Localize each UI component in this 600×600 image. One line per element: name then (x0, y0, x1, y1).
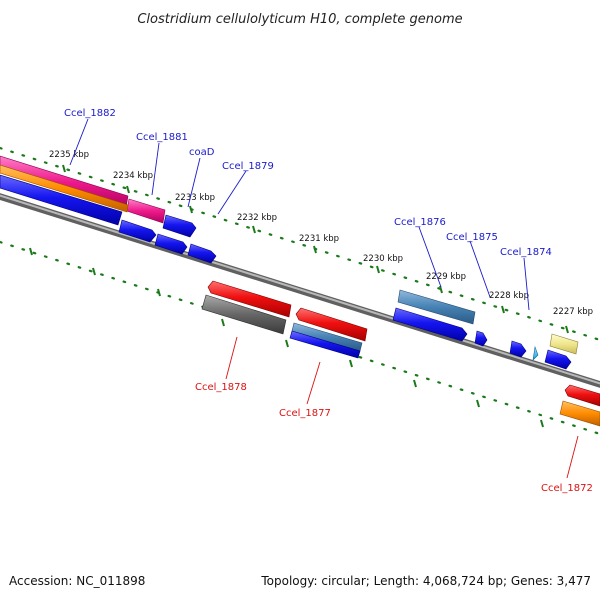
forward-major-ticks (62, 164, 569, 334)
gene-cyan-forward[interactable] (532, 345, 539, 361)
gene-khaki-forward[interactable] (549, 333, 579, 355)
gene-blue-forward-3[interactable] (154, 233, 188, 255)
kbp-label: 2228 kbp (489, 291, 529, 301)
gene-blue-forward-1[interactable] (0, 174, 123, 226)
gene-label[interactable]: Ccel_1876 (394, 217, 446, 228)
topology-text: Topology: circular; Length: 4,068,724 bp… (261, 574, 591, 588)
kbp-label: 2227 kbp (553, 307, 593, 317)
gene-label[interactable]: Ccel_1875 (446, 232, 498, 243)
accession-text: Accession: NC_011898 (9, 574, 146, 588)
gene-ccel-1875[interactable] (474, 330, 488, 347)
gene-ccel-1879[interactable] (187, 243, 217, 264)
gene-ccel-1877[interactable] (295, 307, 368, 342)
gene-label[interactable]: Ccel_1874 (500, 247, 552, 258)
gene-blue-forward-4[interactable] (392, 307, 468, 342)
gene-label[interactable]: coaD (189, 147, 215, 158)
reverse-strand-genes (201, 280, 600, 427)
gene-label[interactable]: Ccel_1872 (541, 483, 593, 494)
kbp-label: 2229 kbp (426, 272, 466, 282)
gene-label[interactable]: Ccel_1878 (195, 382, 247, 393)
gene-ccel-1878[interactable] (201, 294, 287, 335)
kbp-label: 2232 kbp (237, 213, 277, 223)
gene-blue-reverse[interactable] (289, 330, 361, 359)
gene-orange-forward[interactable] (0, 164, 129, 213)
gene-label[interactable]: Ccel_1882 (64, 108, 116, 119)
scale-labels: 2235 kbp 2234 kbp 2233 kbp 2232 kbp 2231… (49, 150, 593, 317)
forward-strand-genes (0, 155, 579, 370)
gene-ccel-1872[interactable] (559, 400, 600, 427)
kbp-label: 2231 kbp (299, 234, 339, 244)
gene-red-reverse-2[interactable] (564, 384, 600, 407)
gene-ccel-1881[interactable] (126, 198, 166, 224)
forward-leader-lines (69, 118, 530, 311)
gene-blue-forward-2[interactable] (118, 219, 157, 243)
gene-blue-forward-5[interactable] (544, 349, 572, 370)
gene-label[interactable]: Ccel_1877 (279, 408, 331, 419)
kbp-label: 2230 kbp (363, 254, 403, 264)
gene-red-reverse-1[interactable] (207, 280, 292, 318)
gene-ccel-1876[interactable] (397, 289, 476, 325)
kbp-label: 2233 kbp (175, 193, 215, 203)
kbp-label: 2234 kbp (113, 171, 153, 181)
kbp-label: 2235 kbp (49, 150, 89, 160)
forward-gene-labels: Ccel_1882 Ccel_1881 coaD Ccel_1879 Ccel_… (64, 108, 552, 258)
reverse-gene-labels: Ccel_1878 Ccel_1877 Ccel_1872 (195, 382, 593, 494)
gene-label[interactable]: Ccel_1879 (222, 161, 274, 172)
gene-ccel-1874[interactable] (509, 340, 527, 358)
gene-coaD[interactable] (162, 214, 197, 238)
gene-label[interactable]: Ccel_1881 (136, 132, 188, 143)
genome-backbone-highlight (0, 194, 600, 385)
map-title: Clostridium cellulolyticum H10, complete… (137, 12, 462, 27)
reverse-leader-lines (225, 336, 579, 479)
reverse-major-ticks (29, 247, 544, 428)
